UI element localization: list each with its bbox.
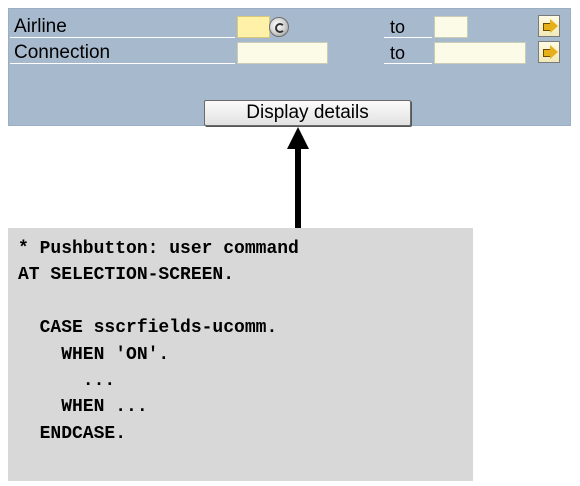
code-line: AT SELECTION-SCREEN. (18, 265, 235, 286)
value-help-icon[interactable] (269, 17, 289, 37)
multiple-selection-icon[interactable] (538, 41, 560, 63)
display-details-button[interactable]: Display details (204, 100, 411, 126)
multiple-selection-icon[interactable] (538, 15, 560, 37)
airline-high-input[interactable] (434, 16, 468, 38)
airline-to-label: to (384, 16, 432, 38)
airline-low-input[interactable] (237, 16, 270, 38)
connection-label: Connection (10, 42, 235, 64)
arrow-head (287, 127, 309, 149)
code-line: ... (18, 370, 116, 391)
airline-label: Airline (10, 16, 235, 38)
selection-screen: Airline to Connection to Display details (8, 8, 571, 126)
connection-high-input[interactable] (434, 42, 526, 64)
connection-low-input[interactable] (237, 42, 328, 64)
code-line: CASE sscrfields-ucomm. (18, 318, 278, 339)
code-line: WHEN ... (18, 397, 148, 418)
code-line: WHEN 'ON'. (18, 344, 170, 365)
connection-to-label: to (384, 42, 432, 64)
code-line: * Pushbutton: user command (18, 239, 299, 259)
arrow-shaft (295, 146, 301, 230)
code-line: ENDCASE. (18, 423, 127, 444)
code-line (18, 289, 463, 315)
code-box: * Pushbutton: user command AT SELECTION-… (8, 228, 473, 481)
